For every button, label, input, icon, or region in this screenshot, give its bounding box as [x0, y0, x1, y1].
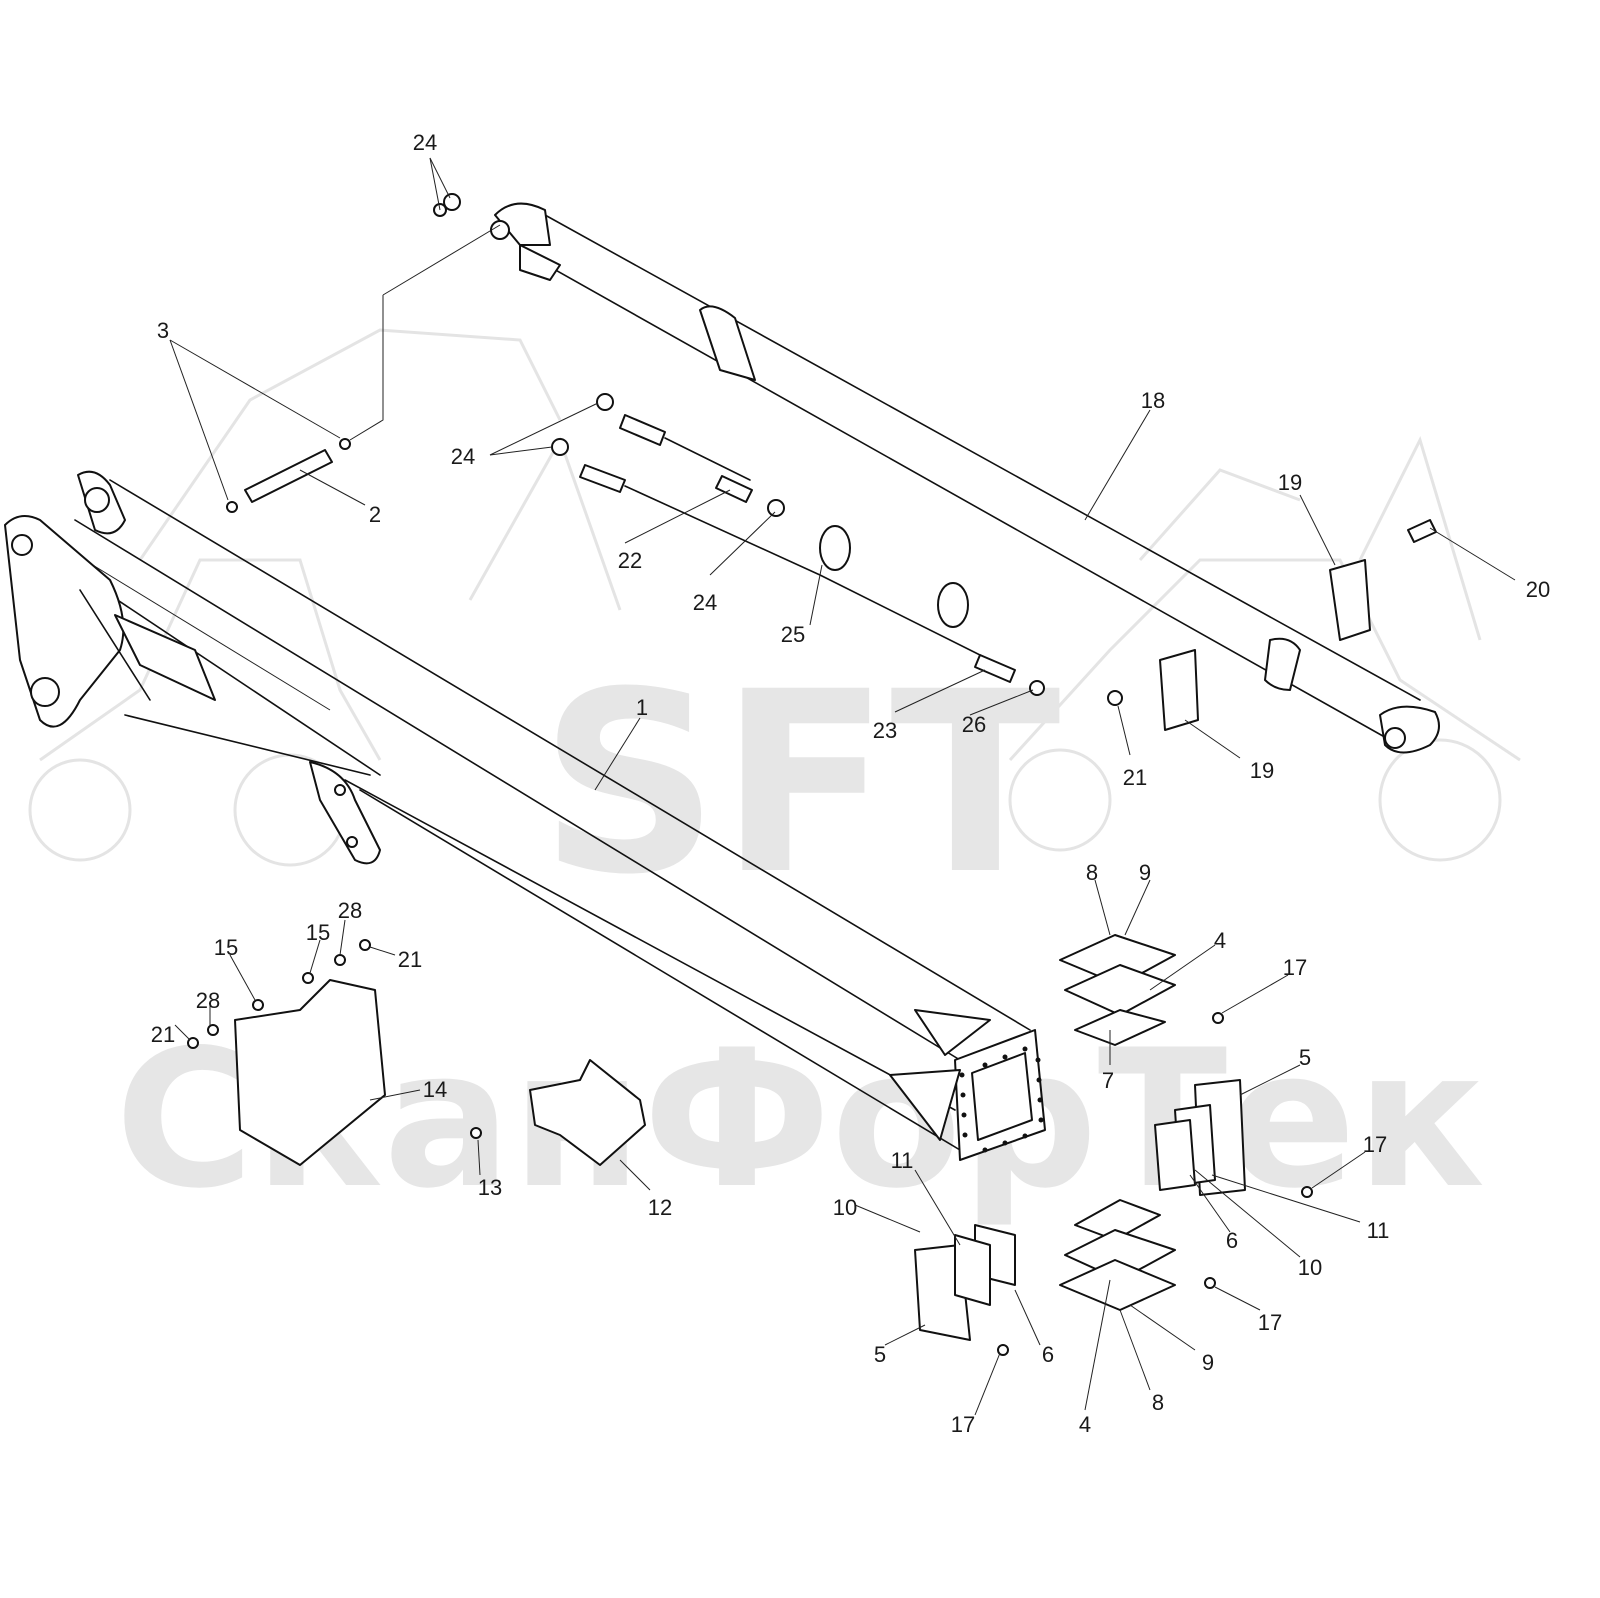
callout-26: 26 [962, 712, 986, 737]
callout-2: 2 [369, 502, 381, 527]
fittings-part-24 [433, 193, 785, 517]
callout-6-right: 6 [1226, 1228, 1238, 1253]
callout-14: 14 [423, 1077, 447, 1102]
callout-17-lower: 17 [1258, 1310, 1282, 1335]
watermark-tractor-right [1008, 435, 1521, 862]
callout-1: 1 [636, 695, 648, 720]
callout-22: 22 [618, 548, 642, 573]
ring-part-3b [226, 501, 238, 513]
clamp-part-19a [1329, 559, 1371, 641]
callout-9-upper: 9 [1139, 860, 1151, 885]
cylinder-part-18 [490, 202, 1440, 754]
ring-part-3a [339, 438, 351, 450]
leader-lines [169, 157, 1516, 1416]
nut-part-21 [1107, 690, 1123, 706]
callout-21-left: 21 [151, 1022, 175, 1047]
callout-19-upper: 19 [1278, 470, 1302, 495]
callout-24-lower: 24 [693, 590, 717, 615]
clip-part-25b [937, 582, 969, 628]
nipple-part-26 [1029, 680, 1045, 696]
callouts: 1 2 3 4 4 5 5 6 6 7 8 8 9 9 10 10 11 11 … [151, 130, 1550, 1437]
callout-28-right: 28 [338, 898, 362, 923]
pad-stack-left [914, 1224, 1016, 1341]
callout-21-bracket: 21 [398, 947, 422, 972]
callout-10-left: 10 [833, 1195, 857, 1220]
callout-17-upper: 17 [1283, 955, 1307, 980]
clip-part-25a [819, 525, 851, 571]
callout-13: 13 [478, 1175, 502, 1200]
callout-6-left: 6 [1042, 1342, 1054, 1367]
callout-4-upper: 4 [1214, 928, 1226, 953]
callout-5-right: 5 [1299, 1045, 1311, 1070]
callout-25: 25 [781, 622, 805, 647]
callout-15-right: 15 [306, 920, 330, 945]
callout-18: 18 [1141, 388, 1165, 413]
watermark-brand: SFT [539, 638, 1060, 929]
bolt-part-20 [1407, 519, 1437, 543]
callout-11-right: 11 [1367, 1218, 1390, 1243]
callout-17-right: 17 [1363, 1132, 1387, 1157]
plate-part-12 [529, 1059, 646, 1166]
callout-9-lower: 9 [1202, 1350, 1214, 1375]
callout-21-right: 21 [1123, 765, 1147, 790]
callout-15-left: 15 [214, 935, 238, 960]
callout-3: 3 [157, 318, 169, 343]
clamp-part-19b [1159, 649, 1199, 731]
callout-7: 7 [1102, 1068, 1114, 1093]
coupler-part-23 [974, 654, 1016, 683]
callout-8-lower: 8 [1152, 1390, 1164, 1415]
callout-10-right: 10 [1298, 1255, 1322, 1280]
callout-17-bottom: 17 [951, 1412, 975, 1437]
callout-20: 20 [1526, 577, 1550, 602]
pad-stack-lower [1059, 1199, 1176, 1311]
fasteners [187, 939, 1313, 1356]
callout-11-left: 11 [891, 1148, 914, 1173]
callout-23: 23 [873, 718, 897, 743]
parts-linework [4, 157, 1516, 1416]
callout-5-left: 5 [874, 1342, 886, 1367]
callout-24-top: 24 [413, 130, 437, 155]
callout-19-lower: 19 [1250, 758, 1274, 783]
bracket-part-14 [234, 979, 386, 1166]
callout-4-lower: 4 [1079, 1412, 1091, 1437]
callout-8-upper: 8 [1086, 860, 1098, 885]
pin-part-2 [244, 449, 333, 503]
pad-stack-right [1154, 1079, 1246, 1196]
hoses-part-22 [579, 414, 821, 576]
callout-24-middle: 24 [451, 444, 475, 469]
boom-part-1 [4, 470, 1046, 1161]
callout-28-left: 28 [196, 988, 220, 1013]
callout-12: 12 [648, 1195, 672, 1220]
pad-stack-upper [1059, 934, 1176, 1046]
